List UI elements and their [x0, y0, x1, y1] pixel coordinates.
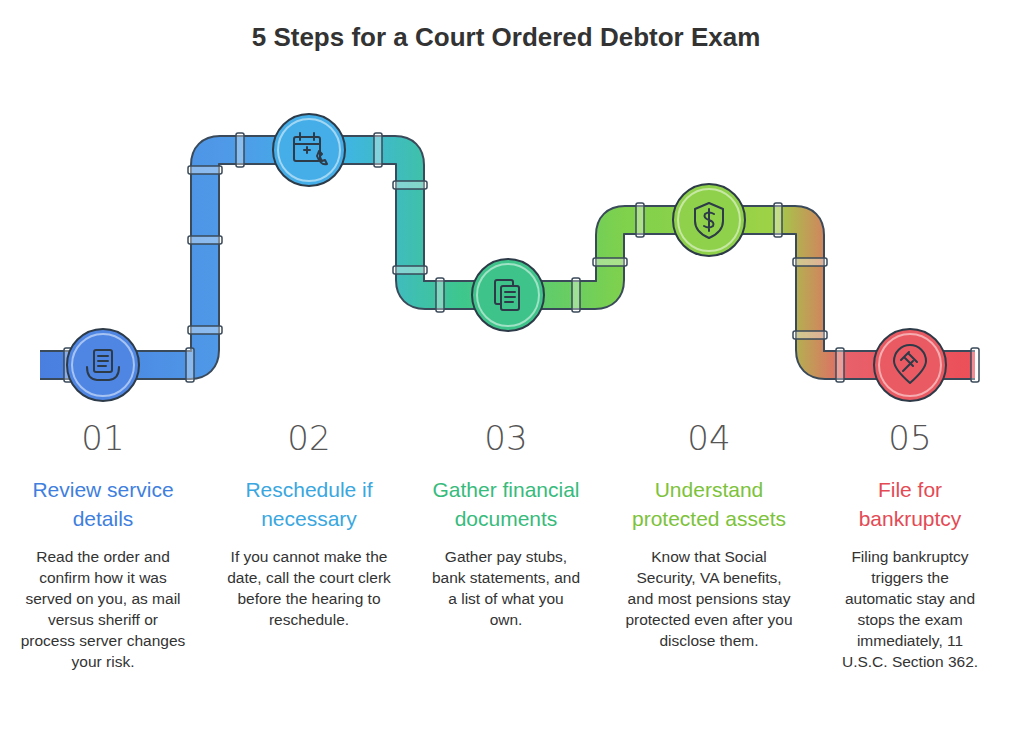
step-description: Read the order and confirm how it was se…: [19, 546, 187, 672]
step-circle: [874, 329, 946, 401]
diagram-title: 5 Steps for a Court Ordered Debtor Exam: [56, 22, 956, 53]
step-circle-ring: [278, 119, 340, 181]
step-number: 04: [649, 418, 769, 458]
shield-dollar-icon: [695, 203, 723, 238]
pipe-joint: [793, 331, 827, 339]
pipe-joint: [236, 133, 244, 167]
step-circle: [273, 114, 345, 186]
step-description: If you cannot make the date, call the co…: [223, 546, 395, 630]
pipe-joint: [393, 181, 427, 189]
pipe-joint: [436, 278, 444, 312]
step-heading: Gather financial documents: [431, 475, 581, 533]
pipe-joints: [64, 133, 979, 382]
step-heading: Reschedule if necessary: [227, 475, 392, 533]
pipe: [40, 150, 975, 365]
step-description: Gather pay stubs, bank statements, and a…: [430, 546, 582, 630]
step-circle: [472, 259, 544, 331]
step-number: 02: [249, 418, 369, 458]
step-circle-ring: [678, 189, 740, 251]
pipe-outline: [40, 150, 975, 365]
gavel-pin-icon: [894, 345, 926, 383]
pipe-joint: [793, 258, 827, 266]
step-icons: [87, 133, 926, 383]
pipe-joint: [572, 278, 580, 312]
step-number: 05: [850, 418, 970, 458]
step-circle-ring: [879, 334, 941, 396]
pipe-joint: [593, 258, 627, 266]
document-hand-icon: [87, 350, 119, 380]
step-description: Know that Social Security, VA benefits, …: [623, 546, 795, 651]
pipe-joint: [374, 133, 382, 167]
pipe-joint: [971, 348, 979, 382]
pipe-joint: [636, 203, 644, 237]
step-description: Filing bankruptcy triggers the automatic…: [836, 546, 984, 672]
step-heading: Review service details: [18, 475, 188, 533]
pipe-joint: [393, 266, 427, 274]
documents-icon: [495, 280, 519, 310]
pipe-joint: [188, 326, 222, 334]
pipe-joint: [836, 348, 844, 382]
pipe-joint: [188, 166, 222, 174]
step-circle-ring: [477, 264, 539, 326]
step-circles: [67, 114, 946, 401]
pipe-joint: [774, 203, 782, 237]
step-circle: [67, 329, 139, 401]
step-number: 01: [43, 418, 163, 458]
step-number: 03: [446, 418, 566, 458]
step-heading: File for bankruptcy: [843, 475, 978, 533]
calendar-phone-icon: [294, 133, 327, 164]
pipe-joint: [186, 348, 194, 382]
step-circle: [673, 184, 745, 256]
step-heading: Understand protected assets: [622, 475, 797, 533]
pipe-joint: [188, 236, 222, 244]
step-circle-ring: [72, 334, 134, 396]
